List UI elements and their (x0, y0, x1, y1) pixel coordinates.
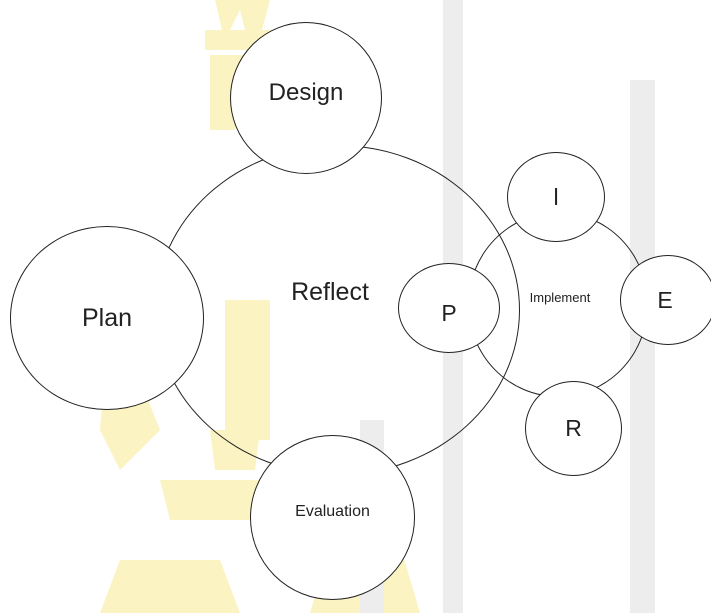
plan-label: Plan (81, 303, 133, 332)
implement-sub-i-node: l (507, 152, 605, 242)
implement-sub-i-label: l (553, 183, 559, 210)
implement-sub-r-label: R (565, 415, 582, 441)
plan-node: Plan (10, 226, 204, 410)
implement-sub-p-label: P (441, 299, 457, 326)
reflect-label: Reflect (291, 278, 369, 306)
design-label: Design (268, 79, 344, 106)
evaluation-label: Evaluation (295, 502, 370, 520)
implement-sub-r-node: R (525, 381, 622, 476)
design-node: Design (230, 22, 382, 174)
implement-label: Implement (529, 290, 591, 305)
implement-sub-e-label: E (657, 286, 673, 313)
implement-sub-e-node: E (620, 255, 711, 345)
implement-sub-p-node: P (398, 263, 500, 353)
evaluation-node: Evaluation (250, 435, 415, 600)
